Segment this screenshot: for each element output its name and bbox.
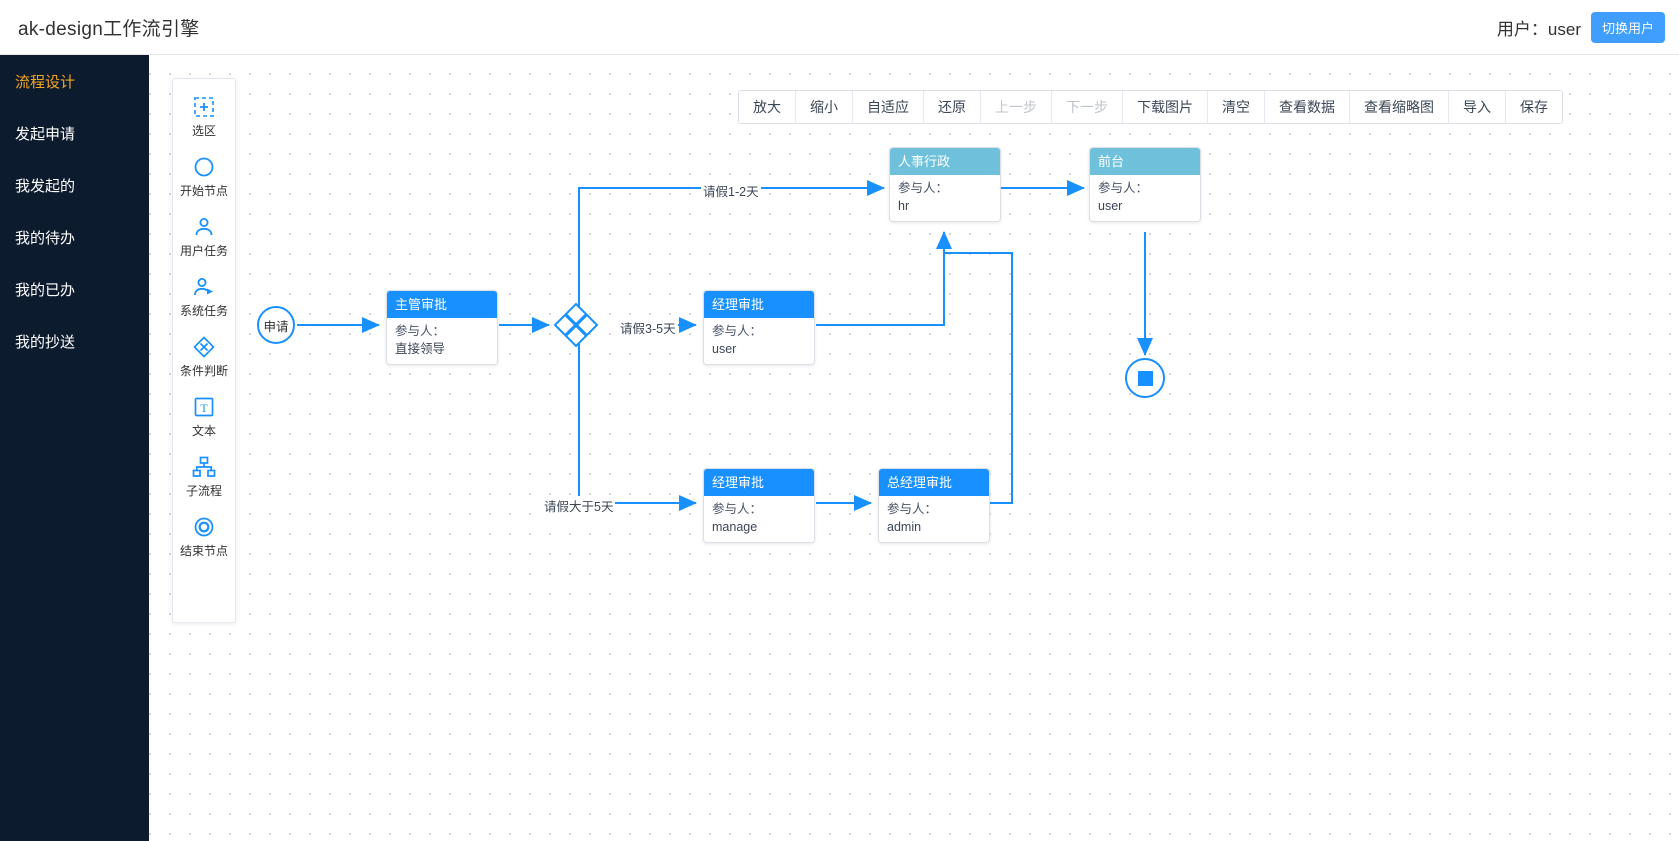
- exclusive-gateway-node[interactable]: [553, 302, 599, 348]
- sidebar-item-label: 我的待办: [15, 229, 76, 247]
- flow-canvas[interactable]: 选区开始节点用户任务系统任务条件判断 T 文本子流程结束节点 放大缩小自适应还原上一…: [149, 55, 1679, 841]
- sidebar-item-label: 我的已办: [15, 281, 76, 299]
- flow-node-field-label: 参与人：: [712, 502, 763, 516]
- sidebar-item-label: 我的抄送: [15, 333, 76, 351]
- flow-node-n4[interactable]: 经理审批参与人： user: [703, 290, 815, 365]
- flow-node-body: 参与人： user: [1090, 175, 1200, 221]
- flow-node-body: 参与人： user: [704, 318, 814, 364]
- sidebar-item-5[interactable]: 我的抄送: [0, 315, 149, 367]
- palette-tool-label: 用户任务: [179, 244, 228, 258]
- flow-node-title: 总经理审批: [879, 469, 989, 496]
- toolbar-button-6[interactable]: 下载图片: [1123, 91, 1208, 123]
- palette-tool-gateway[interactable]: 条件判断: [172, 332, 236, 378]
- toolbar-button-3[interactable]: 还原: [924, 91, 981, 123]
- node-palette: 选区开始节点用户任务系统任务条件判断 T 文本子流程结束节点: [172, 78, 236, 623]
- palette-tool-label: 条件判断: [179, 364, 228, 378]
- palette-tool-system-task[interactable]: 系统任务: [172, 272, 236, 318]
- start-node-icon: [172, 152, 236, 182]
- flow-node-field-label: 参与人：: [887, 502, 938, 516]
- palette-tool-label: 开始节点: [179, 184, 228, 198]
- edge-label-leave-over-5-days: 请假大于5天: [542, 496, 616, 515]
- flow-node-n1[interactable]: 主管审批参与人： 直接领导: [386, 290, 498, 365]
- flow-node-field-value: admin: [887, 520, 922, 534]
- subprocess-icon: [172, 452, 236, 482]
- flow-node-title: 经理审批: [704, 291, 814, 318]
- svg-text:T: T: [200, 401, 208, 415]
- flow-node-title: 人事行政: [890, 148, 1000, 175]
- start-node[interactable]: 申请: [257, 306, 295, 344]
- toolbar-button-7[interactable]: 清空: [1208, 91, 1265, 123]
- user-area: 用户：user 切换用户: [1496, 11, 1665, 43]
- page-title: ak-design工作流引擎: [18, 18, 200, 40]
- palette-tool-label: 文本: [191, 424, 216, 438]
- palette-tool-label: 结束节点: [179, 544, 228, 558]
- user-task-icon: [172, 212, 236, 242]
- palette-tool-subprocess[interactable]: 子流程: [172, 452, 236, 498]
- flow-node-body: 参与人： hr: [890, 175, 1000, 221]
- toolbar-button-4: 上一步: [981, 91, 1052, 123]
- end-node-icon: [172, 512, 236, 542]
- end-node[interactable]: [1125, 358, 1165, 398]
- sidebar-item-0[interactable]: 流程设计: [0, 55, 149, 107]
- toolbar-button-0[interactable]: 放大: [739, 91, 796, 123]
- flow-node-title: 前台: [1090, 148, 1200, 175]
- gateway-icon: [172, 332, 236, 362]
- top-header-bar: ak-design工作流引擎 用户：user 切换用户: [0, 0, 1679, 55]
- palette-tool-label: 系统任务: [179, 304, 228, 318]
- current-user-label: 用户：user: [1496, 19, 1581, 39]
- sidebar-item-4[interactable]: 我的已办: [0, 263, 149, 315]
- palette-tool-text[interactable]: T 文本: [172, 392, 236, 438]
- sidebar-item-2[interactable]: 我发起的: [0, 159, 149, 211]
- system-task-icon: [172, 272, 236, 302]
- flow-node-field-value: manage: [712, 520, 758, 534]
- palette-tool-end-node[interactable]: 结束节点: [172, 512, 236, 558]
- palette-tool-selection[interactable]: 选区: [172, 92, 236, 138]
- toolbar-button-1[interactable]: 缩小: [796, 91, 853, 123]
- selection-icon: [172, 92, 236, 122]
- palette-tool-start-node[interactable]: 开始节点: [172, 152, 236, 198]
- sidebar-item-label: 我发起的: [15, 177, 76, 195]
- flow-node-title: 主管审批: [387, 291, 497, 318]
- flow-node-n6[interactable]: 总经理审批参与人： admin: [878, 468, 990, 543]
- text-icon: T: [172, 392, 236, 422]
- flow-node-field-label: 参与人：: [1098, 181, 1149, 195]
- flow-node-body: 参与人： manage: [704, 496, 814, 542]
- flow-node-title: 经理审批: [704, 469, 814, 496]
- flow-node-field-label: 参与人：: [395, 324, 446, 338]
- toolbar-button-8[interactable]: 查看数据: [1265, 91, 1350, 123]
- flow-node-n5[interactable]: 经理审批参与人： manage: [703, 468, 815, 543]
- gateway-icon: [553, 302, 599, 348]
- toolbar-button-5: 下一步: [1052, 91, 1123, 123]
- sidebar-item-label: 发起申请: [15, 125, 76, 143]
- toolbar-button-2[interactable]: 自适应: [853, 91, 924, 123]
- edge-label-leave-3-5-days: 请假3-5天: [618, 318, 678, 337]
- flow-node-field-value: 直接领导: [395, 342, 446, 356]
- flow-node-body: 参与人： 直接领导: [387, 318, 497, 364]
- flow-node-field-value: user: [712, 342, 737, 356]
- sidebar-item-label: 流程设计: [15, 73, 76, 91]
- canvas-toolbar: 放大缩小自适应还原上一步下一步下载图片清空查看数据查看缩略图导入保存: [738, 90, 1563, 124]
- flow-node-field-label: 参与人：: [898, 181, 949, 195]
- flow-node-field-value: hr: [898, 199, 910, 213]
- sidebar-nav: 流程设计发起申请我发起的我的待办我的已办我的抄送: [0, 55, 149, 841]
- flow-node-n2[interactable]: 人事行政参与人： hr: [889, 147, 1001, 222]
- flow-node-body: 参与人： admin: [879, 496, 989, 542]
- edge-label-leave-1-2-days: 请假1-2天: [701, 181, 761, 200]
- flow-node-field-value: user: [1098, 199, 1123, 213]
- flow-node-n3[interactable]: 前台参与人： user: [1089, 147, 1201, 222]
- flow-node-field-label: 参与人：: [712, 324, 763, 338]
- toolbar-button-9[interactable]: 查看缩略图: [1350, 91, 1449, 123]
- sidebar-item-1[interactable]: 发起申请: [0, 107, 149, 159]
- palette-tool-user-task[interactable]: 用户任务: [172, 212, 236, 258]
- switch-user-button[interactable]: 切换用户: [1590, 11, 1665, 43]
- toolbar-button-10[interactable]: 导入: [1449, 91, 1506, 123]
- end-node-square-icon: [1137, 370, 1153, 386]
- toolbar-button-11[interactable]: 保存: [1506, 91, 1562, 123]
- sidebar-item-3[interactable]: 我的待办: [0, 211, 149, 263]
- palette-tool-label: 选区: [191, 124, 216, 138]
- palette-tool-label: 子流程: [185, 484, 222, 498]
